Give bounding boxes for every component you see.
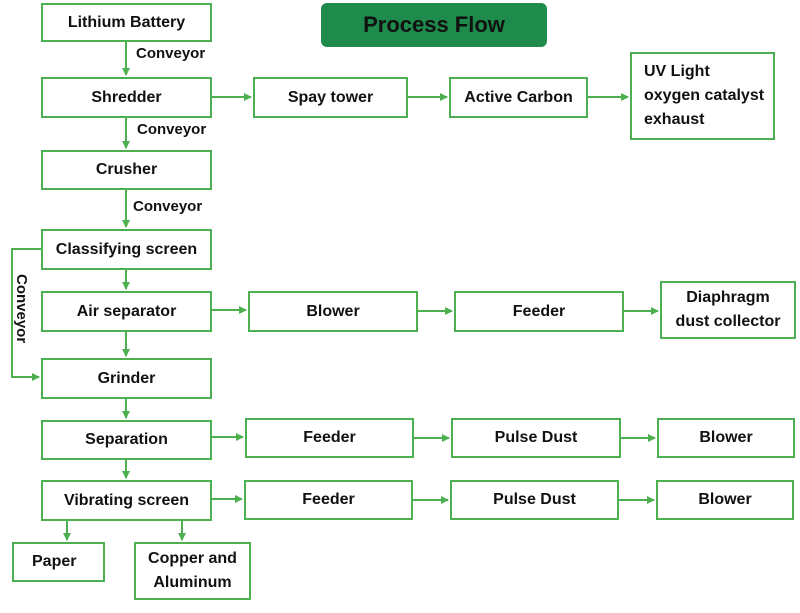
node-uv-light: UV Light oxygen catalyst exhaust <box>630 52 775 140</box>
node-shredder: Shredder <box>41 77 212 118</box>
node-blower-3: Blower <box>656 480 794 520</box>
node-lithium-battery: Lithium Battery <box>41 3 212 42</box>
node-classifying-screen: Classifying screen <box>41 229 212 270</box>
node-pulse-dust-1: Pulse Dust <box>451 418 621 458</box>
node-air-separator: Air separator <box>41 291 212 332</box>
label-conveyor-4: Conveyor <box>13 274 30 344</box>
label-conveyor-1: Conveyor <box>136 45 206 62</box>
node-feeder-1: Feeder <box>454 291 624 332</box>
node-crusher: Crusher <box>41 150 212 190</box>
label-conveyor-3: Conveyor <box>133 198 203 215</box>
page-title: Process Flow <box>321 3 547 47</box>
node-paper: Paper <box>12 542 105 582</box>
node-separation: Separation <box>41 420 212 460</box>
node-diaphragm: Diaphragm dust collector <box>660 281 796 339</box>
node-vibrating-screen: Vibrating screen <box>41 480 212 521</box>
node-pulse-dust-2: Pulse Dust <box>450 480 619 520</box>
node-spay-tower: Spay tower <box>253 77 408 118</box>
node-copper-aluminum: Copper and Aluminum <box>134 542 251 600</box>
label-conveyor-2: Conveyor <box>137 121 207 138</box>
arrow-conveyor-bypass <box>11 248 41 381</box>
node-blower-2: Blower <box>657 418 795 458</box>
node-active-carbon: Active Carbon <box>449 77 588 118</box>
node-feeder-3: Feeder <box>244 480 413 520</box>
node-feeder-2: Feeder <box>245 418 414 458</box>
node-blower-1: Blower <box>248 291 418 332</box>
node-grinder: Grinder <box>41 358 212 399</box>
